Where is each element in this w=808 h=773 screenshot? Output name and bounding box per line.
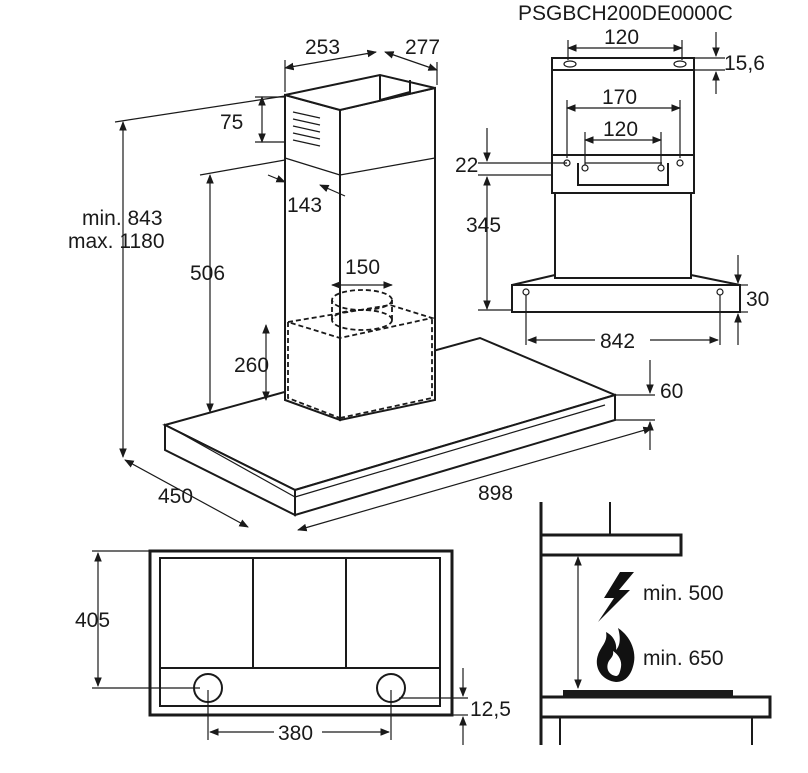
dim-380: 380	[278, 722, 313, 745]
dim-12-5: 12,5	[470, 698, 511, 721]
dim-75: 75	[220, 111, 243, 134]
gas-min-clearance: min. 650	[643, 647, 724, 670]
bracket-dimensions: 120 15,6 170 120 22 345 30	[455, 26, 769, 353]
dim-898: 898	[478, 482, 513, 505]
dim-143: 143	[287, 194, 322, 217]
dim-120-top: 120	[604, 26, 639, 49]
dim-345: 345	[466, 214, 501, 237]
dim-60: 60	[660, 380, 683, 403]
bracket-front-view	[511, 57, 741, 313]
dim-15-6: 15,6	[724, 52, 765, 75]
dim-277: 277	[405, 36, 440, 59]
dim-450: 450	[158, 485, 193, 508]
dim-170: 170	[602, 86, 637, 109]
electric-min-clearance: min. 500	[643, 582, 724, 605]
hood-bottom-view	[148, 549, 454, 717]
dim-min-height: min. 843	[82, 207, 163, 230]
dim-max-height: max. 1180	[68, 230, 165, 253]
dim-842: 842	[600, 330, 635, 353]
dim-506: 506	[190, 262, 225, 285]
product-code: PSGBCH200DE0000C	[518, 2, 733, 25]
dim-405: 405	[75, 609, 110, 632]
dim-150: 150	[345, 256, 380, 279]
lightning-icon	[598, 572, 634, 622]
dim-30: 30	[746, 288, 769, 311]
dim-260: 260	[234, 354, 269, 377]
dim-22: 22	[455, 154, 478, 177]
dim-253: 253	[305, 36, 340, 59]
flame-icon	[596, 628, 635, 682]
hood-dimensions: 253 277 75 143 min. 843 max. 1180 506 15…	[68, 36, 683, 532]
bottom-view-dimensions: 405 380 12,5	[75, 550, 511, 745]
motor-housing-hidden	[287, 289, 436, 420]
vent-slots	[292, 111, 321, 147]
dim-120-mid: 120	[603, 118, 638, 141]
clearance-side-view: min. 500 min. 650	[539, 502, 772, 745]
